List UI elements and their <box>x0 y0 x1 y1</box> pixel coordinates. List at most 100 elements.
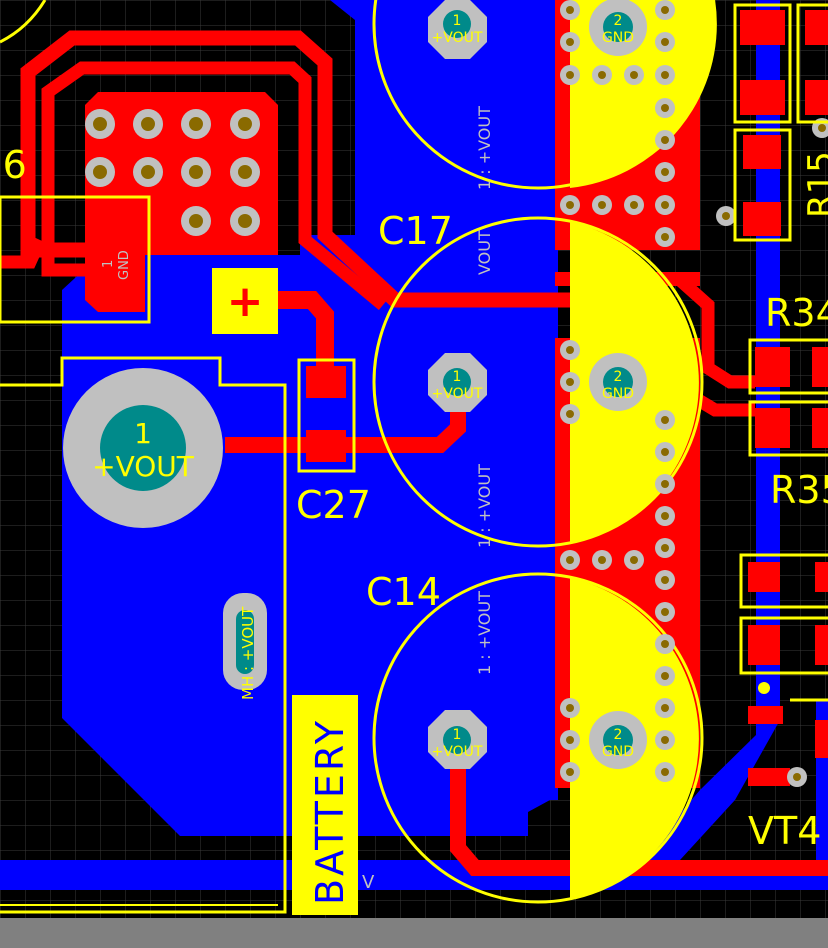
via-hole <box>661 416 669 424</box>
c14-pin1-hole <box>443 726 471 754</box>
trace-to-r35 <box>686 389 755 417</box>
via-hole <box>630 71 638 79</box>
via-hole <box>598 71 606 79</box>
trace-c14-pin1 <box>450 745 828 876</box>
c27-outline <box>297 358 356 473</box>
connector-outline <box>0 195 151 324</box>
cap-top-pin2-net: GND <box>602 30 634 46</box>
connector-hole-drill <box>189 214 203 228</box>
right-silk-outlines <box>733 3 828 702</box>
c17-pin2-hole <box>603 367 633 397</box>
via-hole <box>566 768 574 776</box>
c17-pads: 1 +VOUT 2 GND <box>428 353 647 412</box>
via-hole <box>566 71 574 79</box>
cap-top-pin2-number: 2 <box>614 13 623 29</box>
designator-r35: R35 <box>770 468 828 512</box>
net-label-vout-c14: 1 : +VOUT <box>475 591 494 675</box>
r35-outline <box>748 400 828 457</box>
via-hole <box>661 104 669 112</box>
mounting-hole-slot-inner <box>236 610 254 674</box>
connector-hole-drill <box>238 214 252 228</box>
via-hole <box>566 6 574 14</box>
via-hole <box>566 346 574 354</box>
vt4-pad-2 <box>748 768 790 786</box>
trace-plus-to-c27 <box>245 291 334 370</box>
c17-pin2-number: 2 <box>614 369 623 385</box>
via-hole <box>661 448 669 456</box>
via-hole <box>566 201 574 209</box>
c14-pin1-net: +VOUT <box>432 744 483 760</box>
via-hole <box>661 608 669 616</box>
r35-pad-1 <box>755 408 790 448</box>
top-right-pad-4 <box>805 80 828 115</box>
via-hole <box>793 773 801 781</box>
plus-pad[interactable] <box>212 268 278 334</box>
via-hole <box>566 556 574 564</box>
via-hole <box>722 212 730 220</box>
via-hole <box>661 136 669 144</box>
designator-c27: C27 <box>296 483 371 527</box>
via-hole <box>661 233 669 241</box>
vt4-pad-1 <box>748 706 783 724</box>
via-group-top <box>560 0 675 247</box>
lower-right-pad-1 <box>748 562 780 592</box>
lower-right-outline-2 <box>739 616 828 675</box>
net-label-vout-top: 1 : +VOUT <box>475 106 494 190</box>
designator-r15: R15 <box>801 151 828 218</box>
top-right-outline-1 <box>733 3 792 124</box>
bottom-copper-pour-left <box>62 0 550 836</box>
c14-pin1-number: 1 <box>453 727 462 743</box>
connector-hole-drill <box>189 165 203 179</box>
connector-hole-drill <box>93 165 107 179</box>
via-hole <box>661 6 669 14</box>
connector-hole-drill <box>93 117 107 131</box>
via-hole <box>598 201 606 209</box>
connector-hole-drill <box>189 117 203 131</box>
via-array <box>560 0 828 787</box>
c14-outline <box>372 572 704 904</box>
c14-pin2-hole <box>603 725 633 755</box>
designator-vt4: VT4 <box>748 809 821 853</box>
c27-pad-1[interactable] <box>306 366 346 398</box>
via-hole <box>661 640 669 648</box>
via-group-right <box>716 118 828 787</box>
battery-outline <box>0 356 287 914</box>
via-hole <box>661 71 669 79</box>
c17-pin1-net: +VOUT <box>432 386 483 402</box>
connector-pad-net: GND <box>117 250 132 280</box>
c14-pads: 1 +VOUT 2 GND <box>428 710 647 769</box>
r15-pad-1 <box>743 135 781 169</box>
battery-terminal-net: +VOUT <box>92 450 195 483</box>
net-label-vout-low: 1 : +VOUT <box>475 464 494 548</box>
c14-pin2-number: 2 <box>614 727 623 743</box>
connector-copper-block <box>85 92 278 312</box>
lower-right-pad-3 <box>815 562 828 592</box>
connector-pad-number: 1 <box>101 260 116 268</box>
via-group-middle <box>560 340 675 686</box>
c14-pin2-net: GND <box>602 744 634 760</box>
top-left-arc <box>0 0 47 44</box>
via-hole <box>566 410 574 418</box>
top-right-pad-3 <box>805 10 828 45</box>
designator-c17: C17 <box>378 209 453 253</box>
via-hole <box>566 736 574 744</box>
via-hole <box>661 480 669 488</box>
r34-pad-2 <box>812 347 828 387</box>
c27-pad-2[interactable] <box>306 430 346 462</box>
trace-loop-outer <box>20 30 570 308</box>
trace-loop-inner <box>41 61 388 310</box>
r34-outline <box>748 338 828 395</box>
cap-top-pin1-hole <box>443 10 471 38</box>
via-hole <box>661 672 669 680</box>
bottom-copper-pour-strip <box>540 0 558 800</box>
vt4-pad-3 <box>815 720 828 758</box>
via-hole <box>661 576 669 584</box>
status-bar <box>0 918 828 948</box>
connector-hole-drill <box>238 117 252 131</box>
r15-outline <box>733 128 792 242</box>
c17-pin2-net: GND <box>602 386 634 402</box>
via-hole <box>598 556 606 564</box>
mounting-hole-label: MH : +VOUT <box>239 606 257 700</box>
battery-label: BATTERY <box>308 718 352 905</box>
